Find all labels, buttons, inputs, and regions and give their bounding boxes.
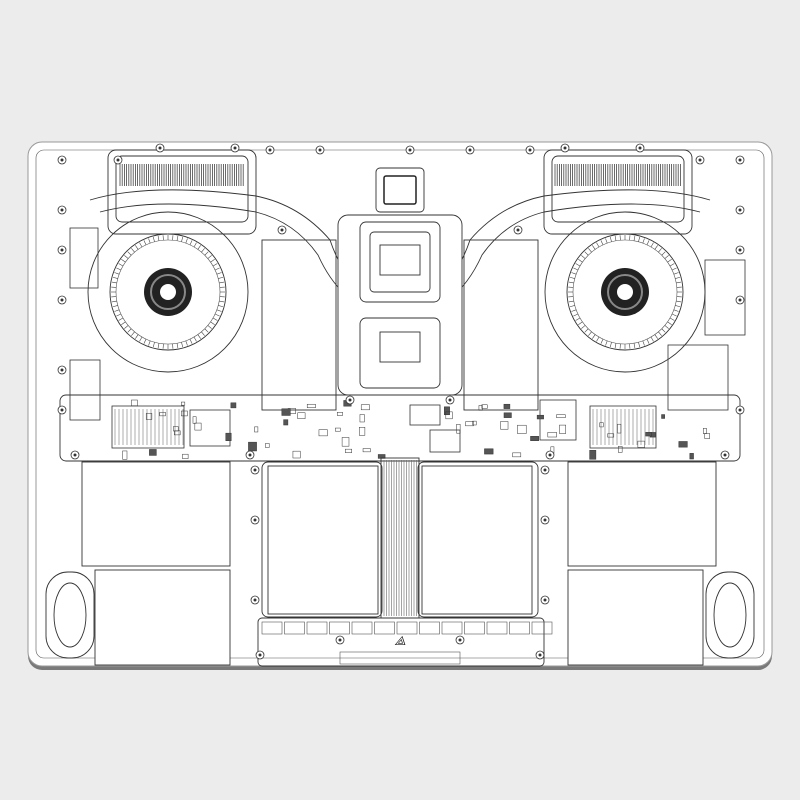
battery-cell-right-top xyxy=(567,461,717,567)
battery-cells xyxy=(81,461,717,666)
left-heatsink xyxy=(107,149,257,235)
soc-chip-area xyxy=(337,214,463,396)
speakers xyxy=(45,571,755,659)
battery-cell-right-bottom xyxy=(567,569,704,666)
battery-cell-left-bottom xyxy=(94,569,231,666)
battery-cell-center-right xyxy=(421,465,533,615)
battery-cell-left-top xyxy=(81,461,231,567)
right-fan xyxy=(544,211,706,373)
left-shield xyxy=(261,239,337,411)
right-shield xyxy=(463,239,539,411)
logic-board-strip xyxy=(59,394,741,462)
ribbon-cable xyxy=(380,457,420,619)
apple-logo-icon: ⟁ xyxy=(394,633,406,648)
screws xyxy=(57,143,745,660)
right-heatsink xyxy=(543,149,693,235)
trackpad-connector xyxy=(257,617,553,667)
top-chip xyxy=(375,167,425,213)
board-components xyxy=(69,227,746,460)
left-fan xyxy=(87,211,249,373)
battery-cell-center-left xyxy=(267,465,379,615)
chassis-inner-outline xyxy=(35,149,765,659)
